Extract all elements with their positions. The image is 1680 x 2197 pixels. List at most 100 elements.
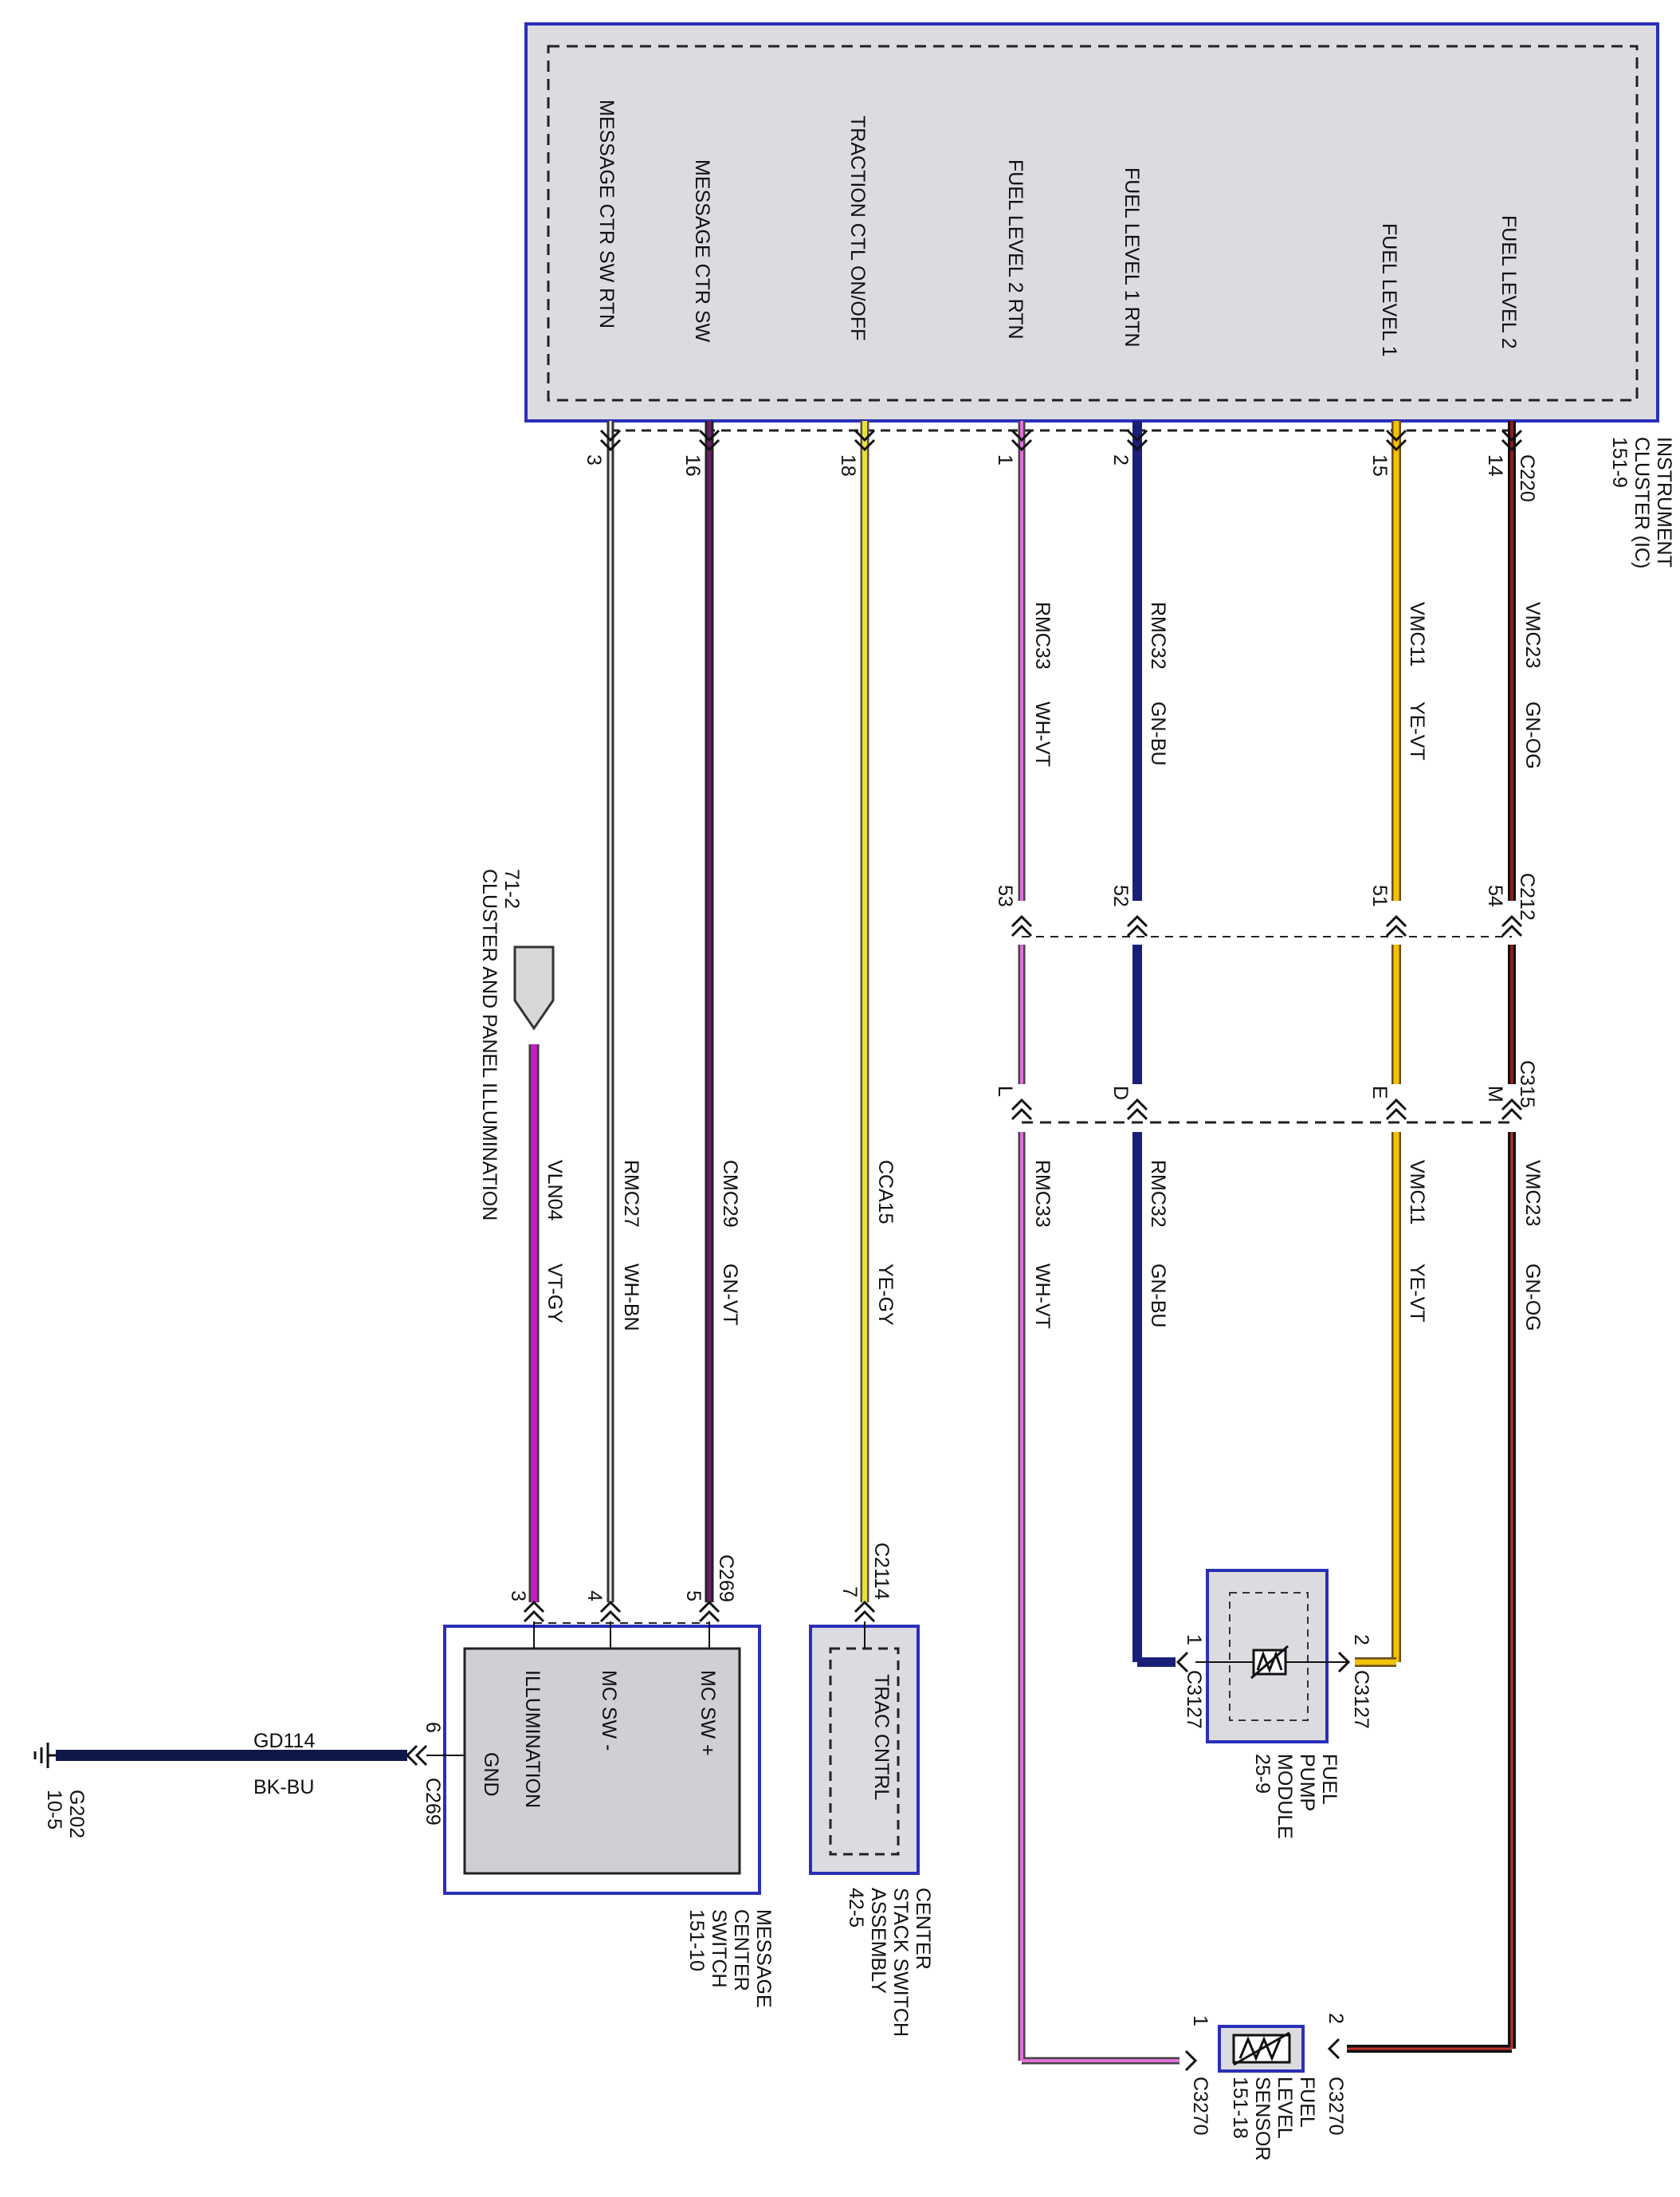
label-gn-og-upper: GN-OG — [1521, 702, 1544, 769]
fuel-level-sensor[interactable] — [1218, 2025, 1305, 2073]
fpm-name-line1: FUEL — [1318, 1754, 1340, 1805]
fls-connector-a: C3270 — [1325, 2077, 1347, 2136]
c315-terminals — [1011, 1098, 1523, 1121]
css-pin-7: 7 — [838, 1586, 861, 1598]
center-stack-switch-assembly[interactable] — [809, 1625, 920, 1875]
label-vmc11-lower: VMC11 — [1406, 1160, 1428, 1225]
c315-pin-letters: M E D L — [994, 1086, 1506, 1102]
wire-vmc23[interactable] — [1347, 421, 1516, 2053]
ic-name-label: INSTRUMENT CLUSTER (IC) 151-9 — [1608, 437, 1675, 568]
c220-pin-14: 14 — [1484, 454, 1506, 477]
ic-ref: 151-9 — [1608, 437, 1631, 488]
fls-name-label: FUEL LEVEL SENSOR 151-18 — [1229, 2077, 1318, 2161]
fpm-connector-a: C3127 — [1350, 1670, 1372, 1729]
mcs-signal-mc-sw-minus: MC SW - — [598, 1670, 620, 1751]
mcs-signals: MC SW + MC SW - ILLUMINATION GND — [480, 1670, 719, 1808]
fls-ref: 151-18 — [1229, 2077, 1251, 2139]
illumination-ref-label: CLUSTER AND PANEL ILLUMINATION — [478, 869, 500, 1220]
ground-icon — [33, 1743, 56, 1768]
c212-pin-numbers: 54 51 52 53 — [994, 885, 1506, 907]
c220-pin-numbers: 14 15 2 1 18 16 3 — [583, 454, 1506, 477]
label-wh-vt-upper: WH-VT — [1031, 702, 1054, 767]
css-terminal — [854, 1600, 876, 1623]
illumination-ref-number: 71-2 — [500, 869, 523, 909]
mcs-pin-3: 3 — [507, 1590, 529, 1602]
c212-pin-51: 51 — [1368, 885, 1391, 907]
css-name-line3: ASSEMBLY — [867, 1888, 889, 1994]
upper-circuit-labels: VMC23 GN-OG VMC11 YE-VT RMC32 GN-BU RMC3… — [1031, 602, 1544, 769]
fpm-pin-1: 1 — [1183, 1634, 1205, 1645]
fuel-pump-module[interactable] — [1195, 1569, 1347, 1743]
fpm-name-label: FUEL PUMP MODULE 25-9 — [1251, 1754, 1340, 1839]
label-ye-vt-lower: YE-VT — [1406, 1264, 1428, 1323]
c315-pin-m: M — [1484, 1086, 1506, 1102]
c212-pin-52: 52 — [1109, 885, 1132, 907]
mcs-pin-5: 5 — [682, 1590, 705, 1602]
label-vmc11-upper: VMC11 — [1406, 602, 1428, 667]
mcs-pin-numbers: 5 4 3 — [507, 1590, 705, 1602]
instrument-cluster-module[interactable] — [524, 22, 1659, 422]
c220-pin-16: 16 — [681, 454, 704, 477]
css-name-line2: STACK SWITCH — [889, 1888, 912, 2037]
illumination-ref-tag[interactable] — [513, 945, 555, 1031]
label-gn-bu-lower: GN-BU — [1147, 1264, 1169, 1328]
c220-terminals — [599, 429, 1523, 452]
mcs-name-line1: MESSAGE — [752, 1909, 775, 2008]
fpm-connector-b: C3127 — [1183, 1670, 1205, 1729]
ic-signal-labels: FUEL LEVEL 2 FUEL LEVEL 1 FUEL LEVEL 1 R… — [595, 100, 1520, 357]
ground-ref: 10-5 — [43, 1790, 65, 1830]
label-rmc32-lower: RMC32 — [1147, 1160, 1169, 1228]
label-gn-og-lower: GN-OG — [1521, 1264, 1544, 1331]
mcs-gnd-pin: 6 — [422, 1722, 444, 1733]
label-ye-vt-upper: YE-VT — [1406, 702, 1428, 760]
label-vt-gy: VT-GY — [544, 1264, 566, 1323]
mcs-signal-illumination: ILLUMINATION — [521, 1670, 544, 1808]
c212-label: C212 — [1516, 873, 1538, 921]
mcs-gnd-terminal — [405, 1744, 428, 1767]
css-signal-trac-cntrl: TRAC CNTRL — [870, 1674, 893, 1800]
fpm-ref: 25-9 — [1251, 1754, 1274, 1794]
label-vmc23-upper: VMC23 — [1521, 602, 1544, 668]
label-vln04: VLN04 — [544, 1160, 566, 1221]
css-name-line1: CENTER — [912, 1888, 934, 1970]
ic-signal-fuel-level-2: FUEL LEVEL 2 — [1497, 215, 1520, 349]
css-connector: C2114 — [870, 1543, 893, 1600]
wire-rmc32[interactable] — [1132, 421, 1176, 1667]
fls-terminals — [1184, 2038, 1340, 2072]
label-gn-vt: GN-VT — [719, 1264, 741, 1326]
message-center-switch[interactable] — [443, 1625, 761, 1895]
wire-vmc11[interactable] — [1355, 421, 1401, 1667]
label-rmc32-upper: RMC32 — [1147, 602, 1169, 670]
c220-pin-3: 3 — [583, 454, 605, 466]
label-wh-bn: WH-BN — [620, 1264, 642, 1331]
label-wh-vt-lower: WH-VT — [1031, 1264, 1054, 1329]
label-vmc23-lower: VMC23 — [1521, 1160, 1544, 1226]
ic-signal-message-ctr-sw-rtn: MESSAGE CTR SW RTN — [595, 100, 618, 328]
label-rmc27: RMC27 — [620, 1160, 642, 1228]
c220-pin-1: 1 — [994, 454, 1016, 466]
c315-pin-d: D — [1109, 1086, 1132, 1100]
css-ref: 42-5 — [845, 1888, 867, 1928]
lower-circuit-labels: VMC23 GN-OG VMC11 YE-VT RMC32 GN-BU RMC3… — [544, 1160, 1544, 1331]
c220-pin-18: 18 — [837, 454, 859, 477]
c212-terminals — [1011, 914, 1523, 937]
label-cca15: CCA15 — [874, 1160, 897, 1224]
wire-rmc33[interactable] — [1018, 421, 1180, 2065]
c315-label: C315 — [1516, 1060, 1538, 1108]
c315-pin-l: L — [994, 1086, 1016, 1097]
fpm-pin-2: 2 — [1350, 1634, 1372, 1645]
label-gn-bu-upper: GN-BU — [1147, 702, 1169, 766]
mcs-connector: C269 — [715, 1554, 737, 1602]
mcs-gnd-connector: C269 — [422, 1778, 444, 1826]
ground-name: G202 — [65, 1790, 88, 1838]
c220-pin-2: 2 — [1109, 454, 1132, 466]
label-rmc33-lower: RMC33 — [1031, 1160, 1054, 1228]
fls-name-line3: SENSOR — [1251, 2077, 1274, 2161]
label-bk-bu: BK-BU — [253, 1776, 314, 1798]
fls-pin-1: 1 — [1189, 2015, 1211, 2026]
ic-signal-traction-ctl: TRACTION CTL ON/OFF — [846, 116, 869, 340]
mcs-ref: 151-10 — [685, 1909, 708, 1971]
ic-signal-fuel-level-2-rtn: FUEL LEVEL 2 RTN — [1004, 159, 1026, 340]
mcs-signal-gnd: GND — [480, 1752, 502, 1797]
